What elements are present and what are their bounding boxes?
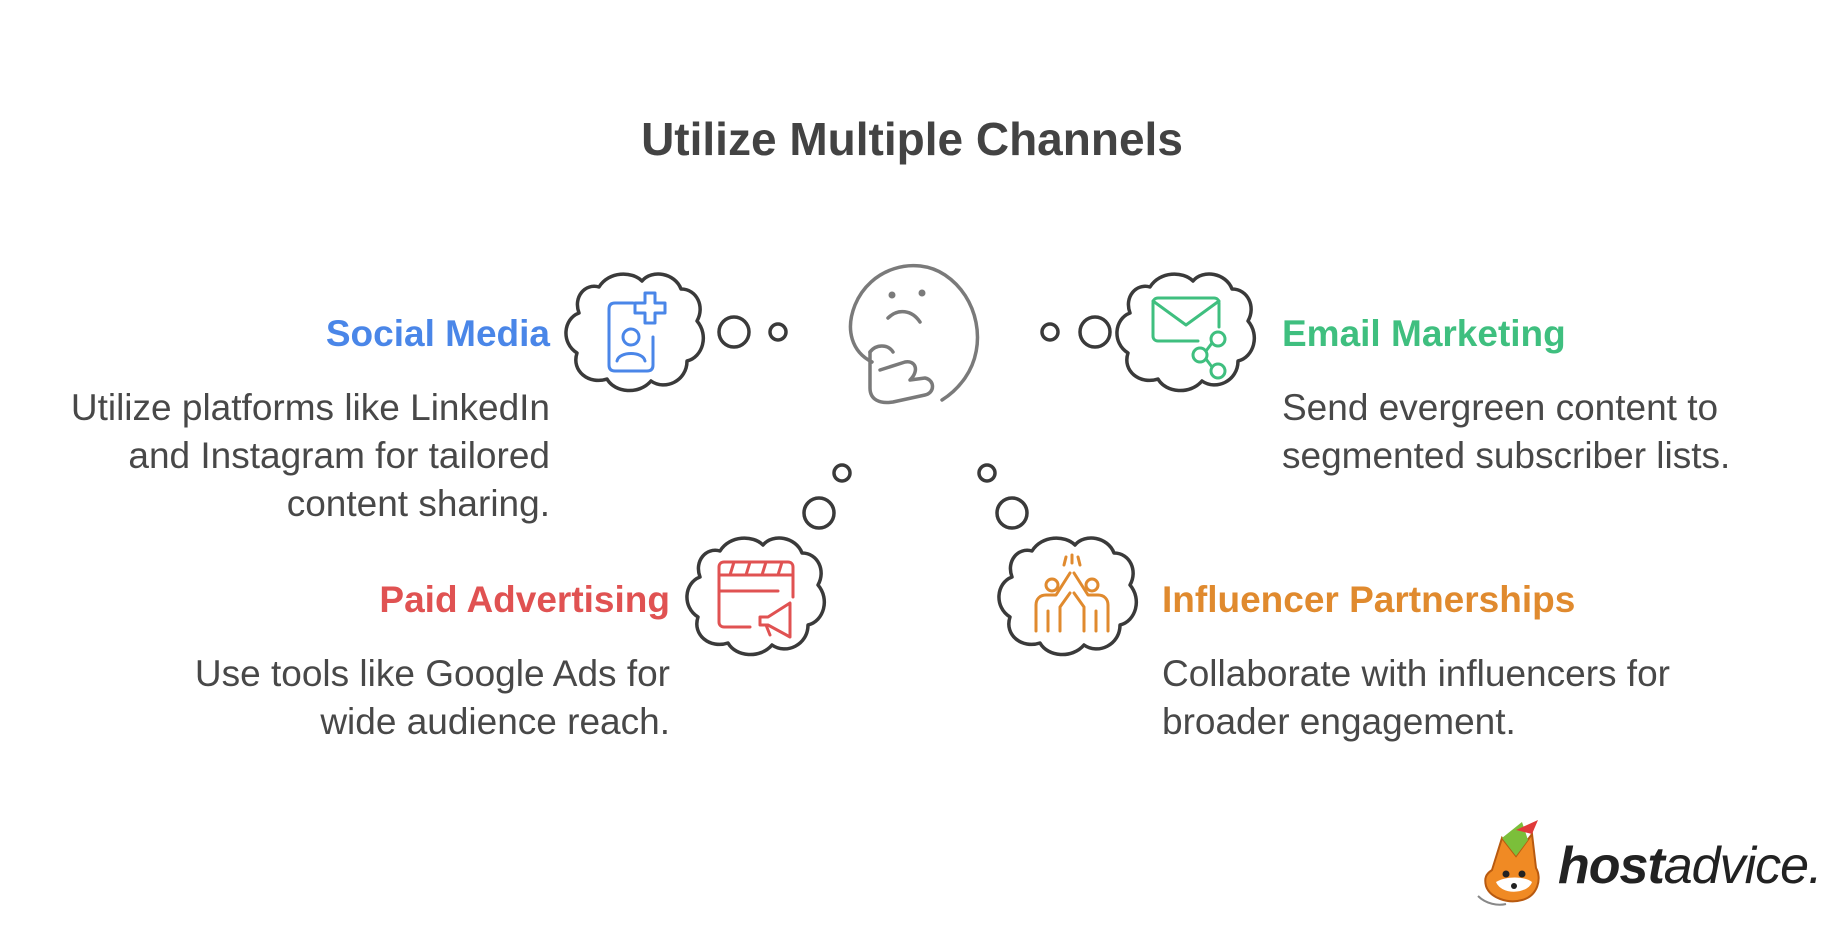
thought-bubble-dot [995, 496, 1029, 530]
influencer-partnerships-heading: Influencer Partnerships [1162, 579, 1576, 620]
thought-bubble-dot [717, 315, 751, 349]
email-marketing-description: Send evergreen content to segmented subs… [1282, 387, 1731, 476]
thought-bubble-dot [1040, 322, 1060, 342]
thought-bubble-dot [977, 463, 997, 483]
thought-cloud-email [1115, 272, 1257, 393]
hostadvice-logo: hostadvice. [1472, 820, 1823, 910]
hostadvice-wordmark: hostadvice. [1558, 837, 1823, 895]
page-title: Utilize Multiple Channels [641, 113, 1183, 165]
thought-cloud-influencer [997, 536, 1139, 657]
ad-megaphone-icon [717, 560, 795, 639]
thought-bubble-dot [1078, 315, 1112, 349]
thinking-face-icon [848, 263, 980, 405]
email-marketing-heading: Email Marketing [1282, 313, 1566, 354]
thought-bubble-dot [768, 322, 788, 342]
paid-advertising-description: Use tools like Google Ads for wide audie… [194, 653, 670, 742]
social-media-block: Social Media Utilize platforms like Link… [40, 312, 550, 528]
profile-add-icon [607, 291, 667, 373]
social-media-description: Utilize platforms like LinkedIn and Inst… [70, 387, 550, 524]
influencer-partnerships-block: Influencer Partnerships Collaborate with… [1162, 578, 1722, 746]
thought-bubble-dot [832, 463, 852, 483]
envelope-share-icon [1151, 296, 1227, 380]
paid-advertising-heading: Paid Advertising [379, 579, 670, 620]
high-five-icon [1034, 553, 1110, 633]
social-media-heading: Social Media [325, 313, 550, 354]
thought-cloud-paid [685, 536, 827, 657]
influencer-partnerships-description: Collaborate with influencers for broader… [1162, 653, 1670, 742]
fox-mascot-icon [1477, 820, 1540, 906]
paid-advertising-block: Paid Advertising Use tools like Google A… [110, 578, 670, 746]
thought-cloud-social [564, 272, 706, 393]
email-marketing-block: Email Marketing Send evergreen content t… [1282, 312, 1802, 480]
thought-bubble-dot [802, 496, 836, 530]
